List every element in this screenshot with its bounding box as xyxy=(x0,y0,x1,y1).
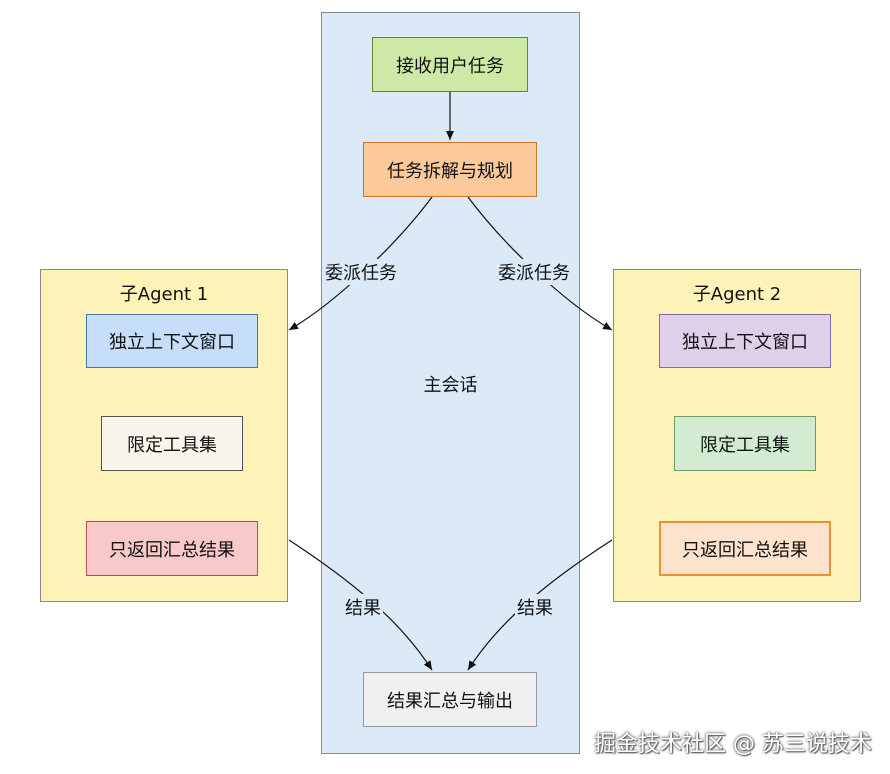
sub-agent-2-title: 子Agent 2 xyxy=(692,284,782,305)
agent1-context-window-node: 独立上下文窗口 xyxy=(86,314,258,368)
agent2-summary-node: 只返回汇总结果 xyxy=(659,521,831,576)
edge-label-result-left: 结果 xyxy=(343,594,383,620)
watermark-text: 掘金技术社区 @ 苏三说技术 xyxy=(594,732,872,757)
agent2-context-window-node: 独立上下文窗口 xyxy=(659,314,831,368)
edge-label-delegate-left: 委派任务 xyxy=(323,259,399,285)
plan-task-node: 任务拆解与规划 xyxy=(363,142,537,197)
agent2-toolset-node: 限定工具集 xyxy=(674,416,816,471)
edge-label-result-right: 结果 xyxy=(515,594,555,620)
agent1-summary-node: 只返回汇总结果 xyxy=(86,521,258,576)
main-session-label: 主会话 xyxy=(423,375,478,396)
agent1-toolset-node: 限定工具集 xyxy=(101,416,243,471)
edge-label-delegate-right: 委派任务 xyxy=(496,259,572,285)
receive-task-node: 接收用户任务 xyxy=(372,37,528,92)
sub-agent-1-title: 子Agent 1 xyxy=(119,284,209,305)
merge-output-node: 结果汇总与输出 xyxy=(363,672,537,727)
